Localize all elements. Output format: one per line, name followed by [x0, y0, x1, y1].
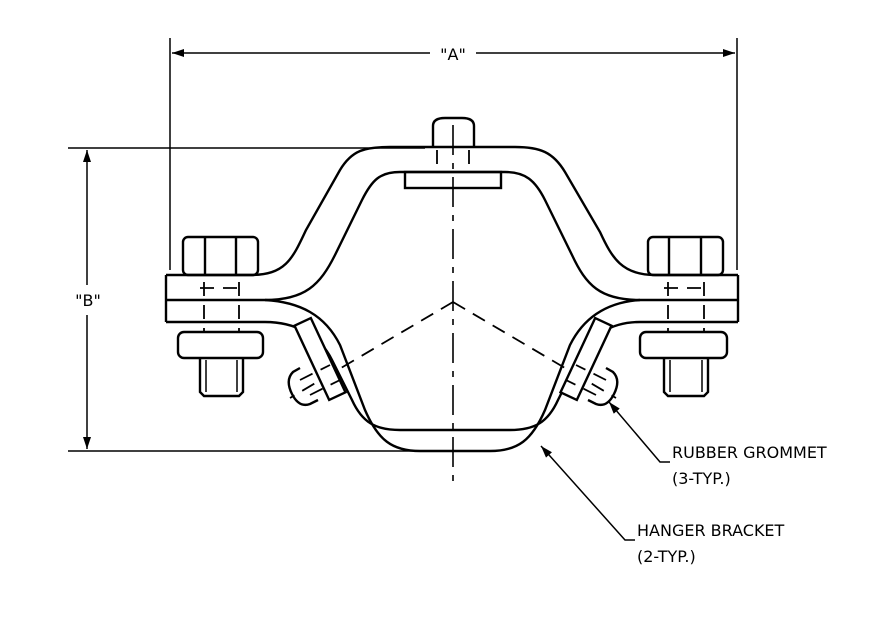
- lower-hanger-bracket: [166, 298, 738, 453]
- left-bolt: [176, 235, 265, 398]
- rubber-grommet-qty: (3-TYP.): [672, 469, 731, 488]
- hanger-bracket-callout: HANGER BRACKET (2-TYP.): [540, 445, 785, 566]
- grommet-centerlines: [289, 301, 617, 399]
- left-rubber-grommet: [287, 316, 348, 407]
- dimension-a: "A": [169, 38, 738, 270]
- right-bolt: [638, 235, 729, 398]
- upper-hanger-bracket: [164, 145, 740, 322]
- hanger-bracket-label: HANGER BRACKET: [637, 521, 785, 540]
- rubber-grommet-callout: RUBBER GROMMET (3-TYP.): [608, 401, 827, 488]
- dimension-b: "B": [68, 147, 425, 452]
- rubber-grommet-label: RUBBER GROMMET: [672, 443, 827, 462]
- dimension-a-label: "A": [440, 45, 466, 64]
- hanger-bracket-qty: (2-TYP.): [637, 547, 696, 566]
- right-rubber-grommet: [558, 316, 619, 407]
- dimension-b-label: "B": [75, 291, 101, 310]
